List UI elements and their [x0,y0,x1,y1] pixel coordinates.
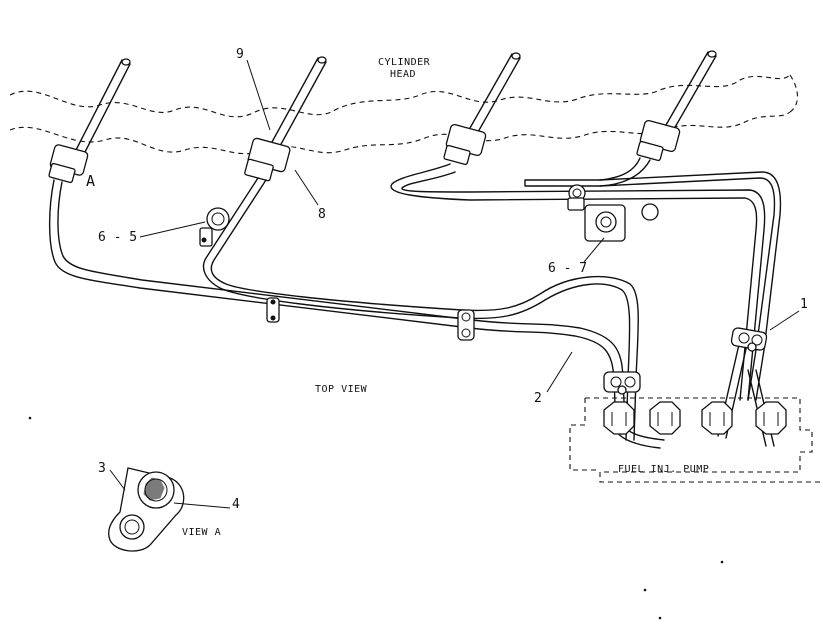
pump-outlet-2 [649,401,681,435]
clamp-pump-left [603,371,641,395]
fuel-line-injector-4 [524,157,782,401]
cylinder-head-outline [9,74,799,155]
clamp-upper-right [567,184,586,211]
callout-9: 9 [236,47,244,62]
cylinder-head-label-line2: HEAD [390,69,416,80]
fuel-line-injector-2 [202,177,639,379]
callout-4: 4 [232,497,240,512]
callout-3: 3 [98,461,106,476]
leader-lines [109,59,800,509]
pump-outlet-4 [755,401,787,435]
callout-2: 2 [534,391,542,406]
injector-1 [48,58,131,184]
fuel-injection-pump [569,397,820,483]
pump-inlet-lines [613,339,775,449]
callout-1: 1 [800,297,808,312]
callout-8: 8 [318,207,326,222]
injector-2 [244,56,327,182]
clamp-1 [730,327,768,352]
injector-3 [443,52,521,166]
scan-specks [28,416,724,620]
clamp-6-5 [199,207,230,247]
pump-outlet-3 [701,401,733,435]
injector-4 [636,50,717,162]
fuel-inj-pump-label: FUEL INJ. PUMP [618,464,709,475]
view-a-detail [108,467,185,552]
fuel-line-injector-1 [48,179,624,379]
view-a-caption: VIEW A [182,527,221,538]
callout-6-7: 6 - 7 [548,261,587,276]
clamp-mid-left [266,297,280,323]
callout-6-5: 6 - 5 [98,230,137,245]
marker-a: A [86,172,95,190]
top-view-label: TOP VIEW [315,384,368,395]
clamp-mid [457,309,475,341]
cylinder-head-label-line1: CYLINDER [378,57,431,68]
clamp-6-7 [584,203,659,242]
fuel-line-injector-3 [390,163,766,401]
pump-outlet-1 [603,401,635,435]
